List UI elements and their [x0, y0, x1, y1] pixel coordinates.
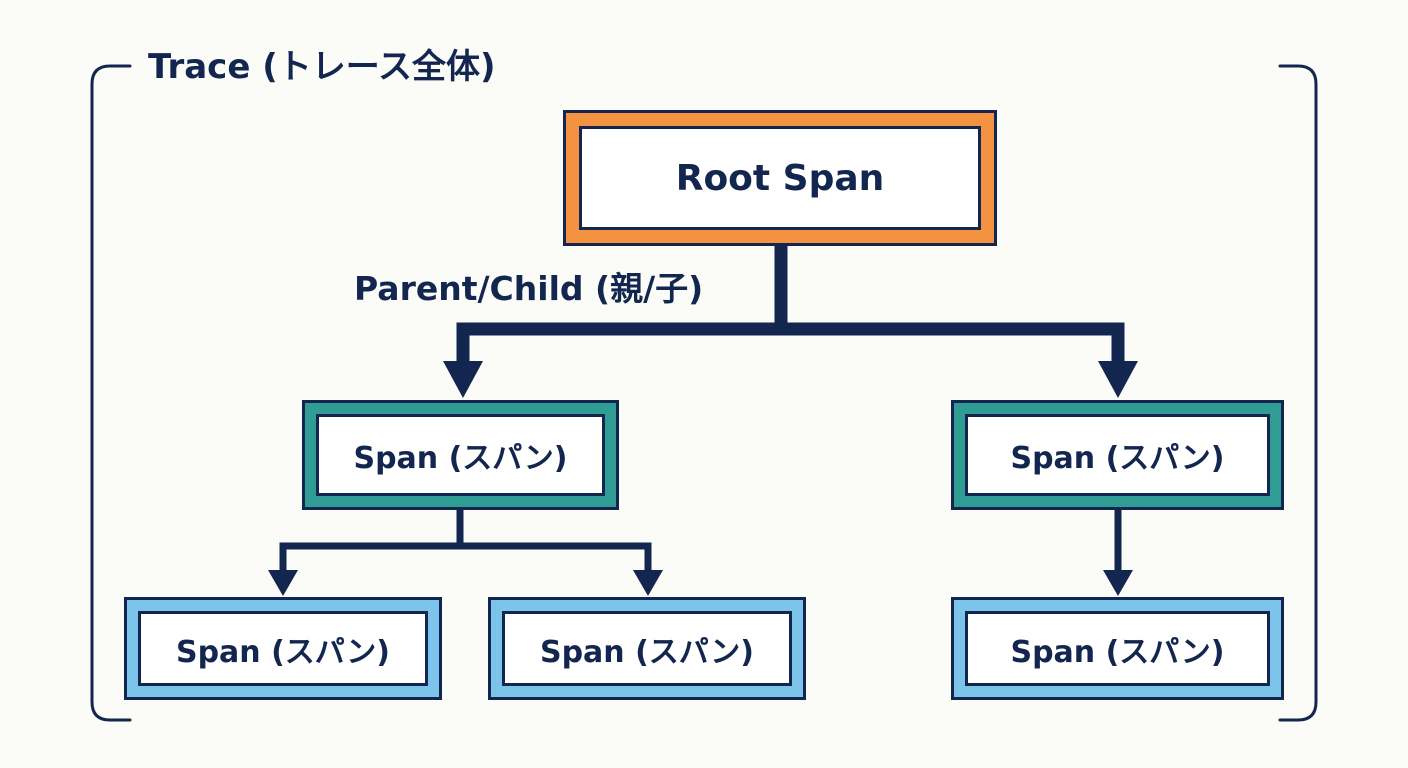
trace-bracket-left: [90, 64, 132, 722]
span-label: Span (スパン): [1010, 441, 1225, 476]
span-label: Span (スパン): [539, 634, 755, 670]
arrowhead-to-span-2a: [268, 570, 298, 596]
arrowhead-to-span-2b: [633, 570, 663, 596]
span-node-inner: Span (スパン): [965, 611, 1270, 686]
span-label: Span (スパン): [175, 634, 391, 670]
span-1a-connector: [279, 510, 652, 570]
span-node-level2-right: Span (スパン): [951, 597, 1284, 700]
span-node-inner: Span (スパン): [502, 611, 792, 686]
arrowhead-to-span-1b: [1098, 361, 1138, 398]
span-label: Span (スパン): [1010, 634, 1225, 670]
trace-bracket-right: [1278, 64, 1318, 722]
span-node-inner: Span (スパン): [138, 611, 428, 686]
span-label: Span (スパン): [353, 441, 568, 476]
root-span-node: Root Span: [563, 110, 997, 246]
root-span-label: Root Span: [675, 157, 885, 199]
arrowhead-to-span-2c: [1103, 570, 1133, 596]
span-node-level2-middle: Span (スパン): [488, 597, 806, 700]
trace-title: Trace (トレース全体): [148, 47, 496, 87]
parent-child-label: Parent/Child (親/子): [354, 269, 704, 308]
root-span-inner: Root Span: [579, 126, 981, 230]
span-node-level1-left: Span (スパン): [302, 400, 619, 510]
span-node-inner: Span (スパン): [316, 414, 605, 496]
root-connector: [456, 246, 1125, 362]
span-node-level2-left: Span (スパン): [124, 597, 442, 700]
span-node-inner: Span (スパン): [965, 414, 1270, 496]
arrowhead-to-span-1a: [443, 361, 483, 398]
span-node-level1-right: Span (スパン): [951, 400, 1284, 510]
